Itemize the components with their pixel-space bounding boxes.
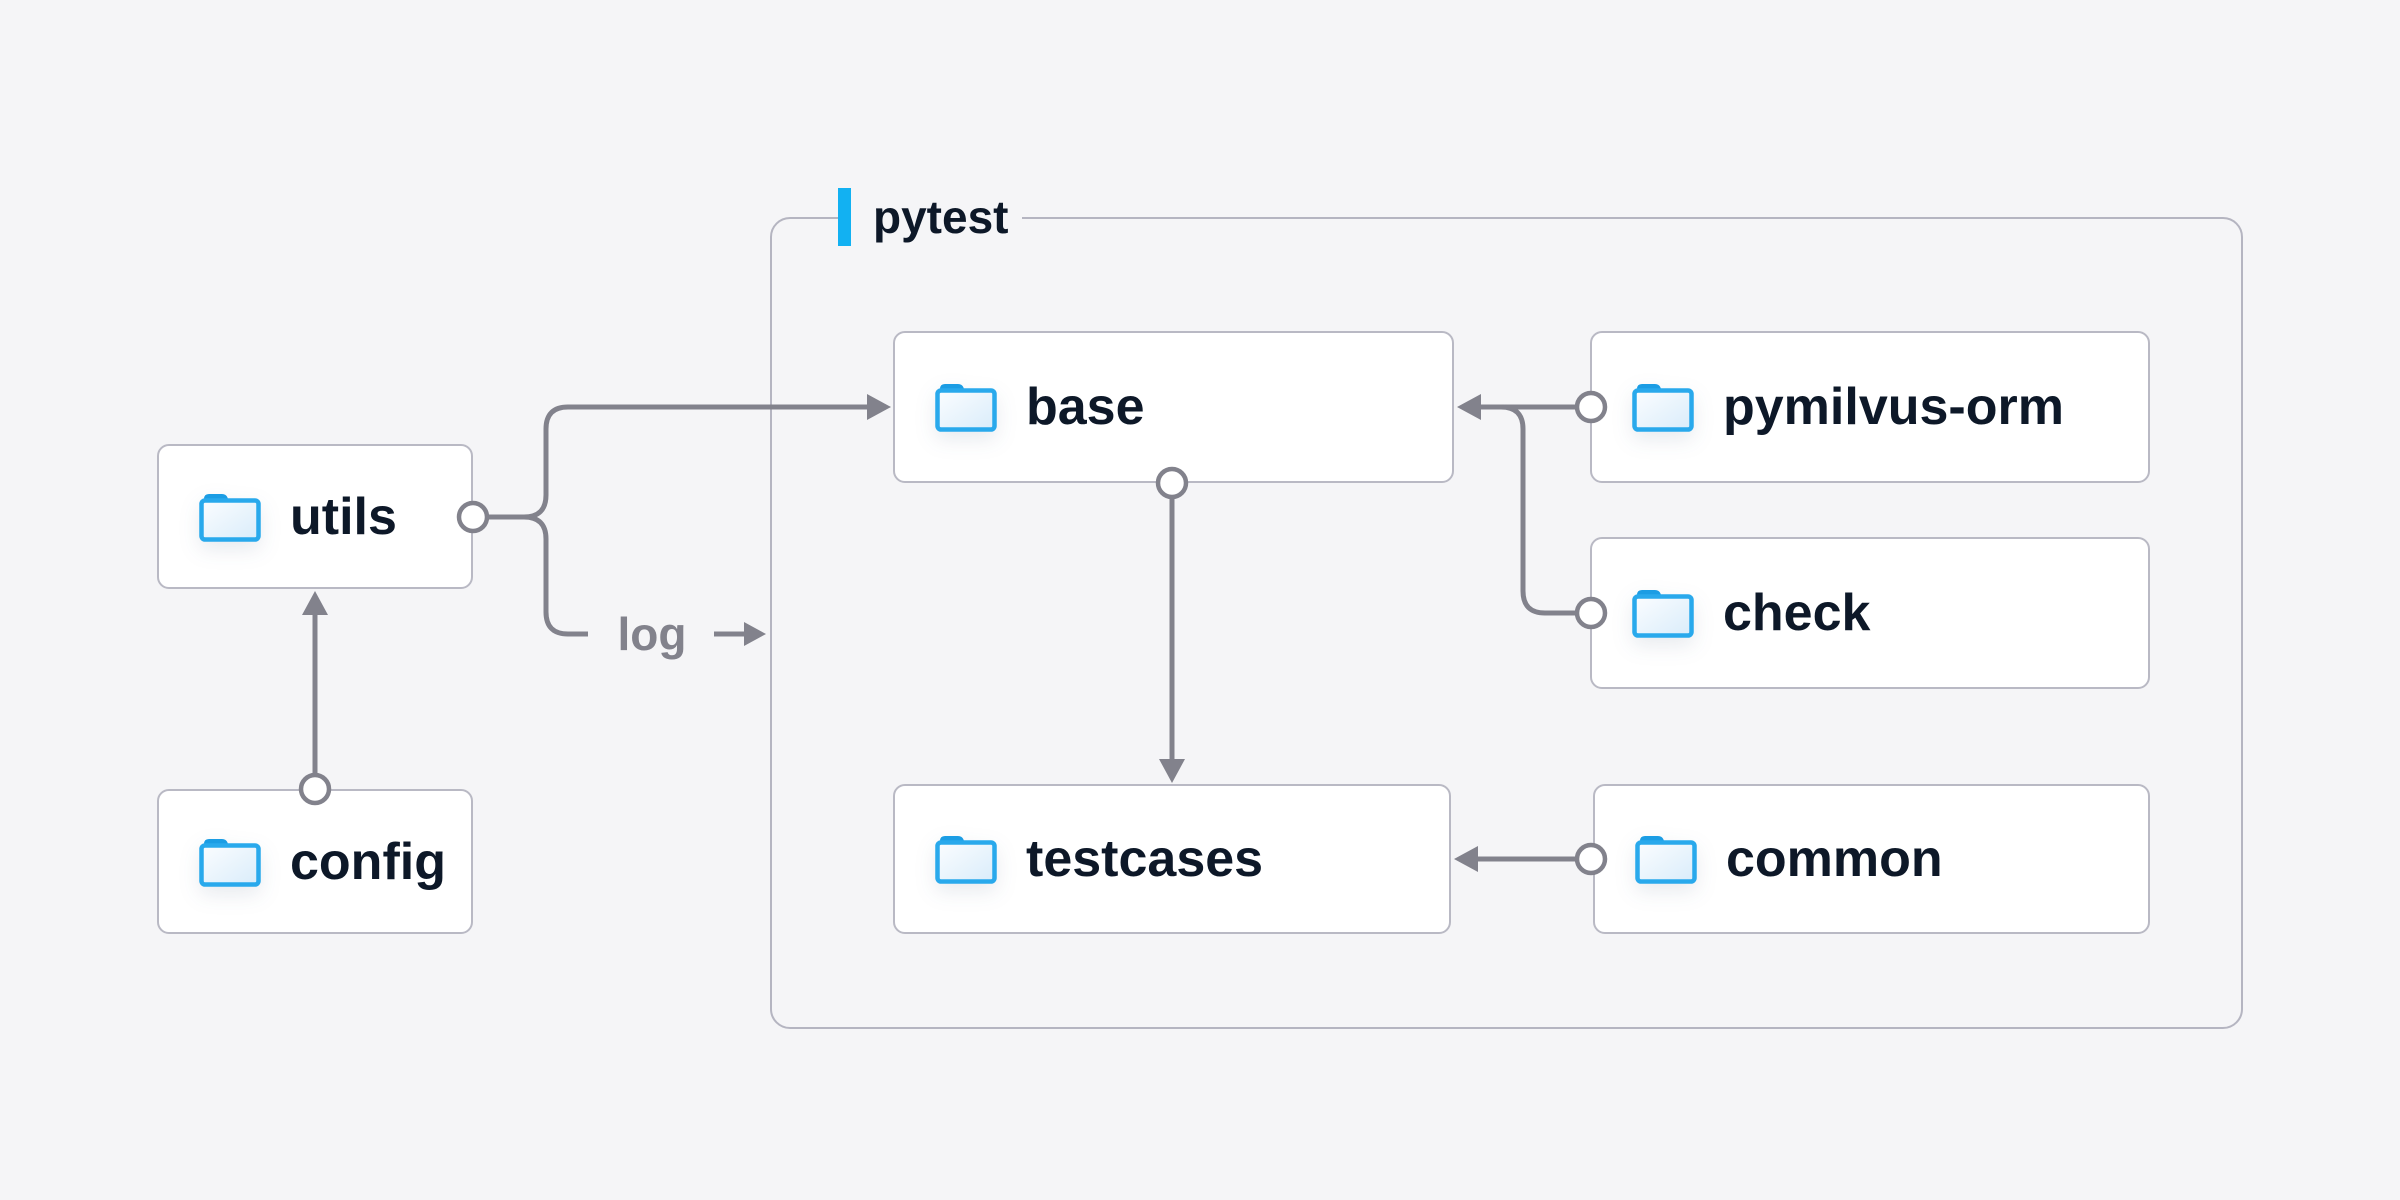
arrowhead-log [744,622,766,646]
arrowhead-config-utils [302,591,328,615]
node-check: check [1590,537,2150,689]
folder-icon [199,493,261,542]
folder-body [1632,388,1694,432]
node-utils: utils [157,444,473,589]
folder-icon [1635,836,1697,884]
folder-body [1635,840,1697,884]
node-label: pymilvus-orm [1723,378,2064,436]
folder-body [199,497,261,542]
pytest-group-frame [770,217,2243,1029]
edge-utils-log [487,514,588,637]
node-common: common [1593,784,2150,934]
node-pymilvus-orm: pymilvus-orm [1590,331,2150,483]
accent-bar [838,188,851,246]
node-label: base [1026,378,1145,436]
folder-icon [199,838,261,887]
node-label: utils [290,487,397,546]
folder-icon [935,384,997,432]
folder-icon [1632,590,1694,638]
node-label: testcases [1026,830,1264,888]
folder-body [1632,594,1694,638]
folder-body [935,840,997,884]
node-config: config [157,789,473,934]
node-testcases: testcases [893,784,1451,934]
edge-label-log: log [596,604,708,664]
node-label: check [1723,584,1871,642]
node-base: base [893,331,1454,483]
folder-body [935,388,997,432]
node-label: common [1726,830,1943,888]
group-title: pytest [873,191,1009,243]
folder-body [199,842,261,887]
pytest-group-label: pytest [838,187,1023,247]
folder-icon [935,836,997,884]
folder-icon [1632,384,1694,432]
node-label: config [290,832,446,891]
